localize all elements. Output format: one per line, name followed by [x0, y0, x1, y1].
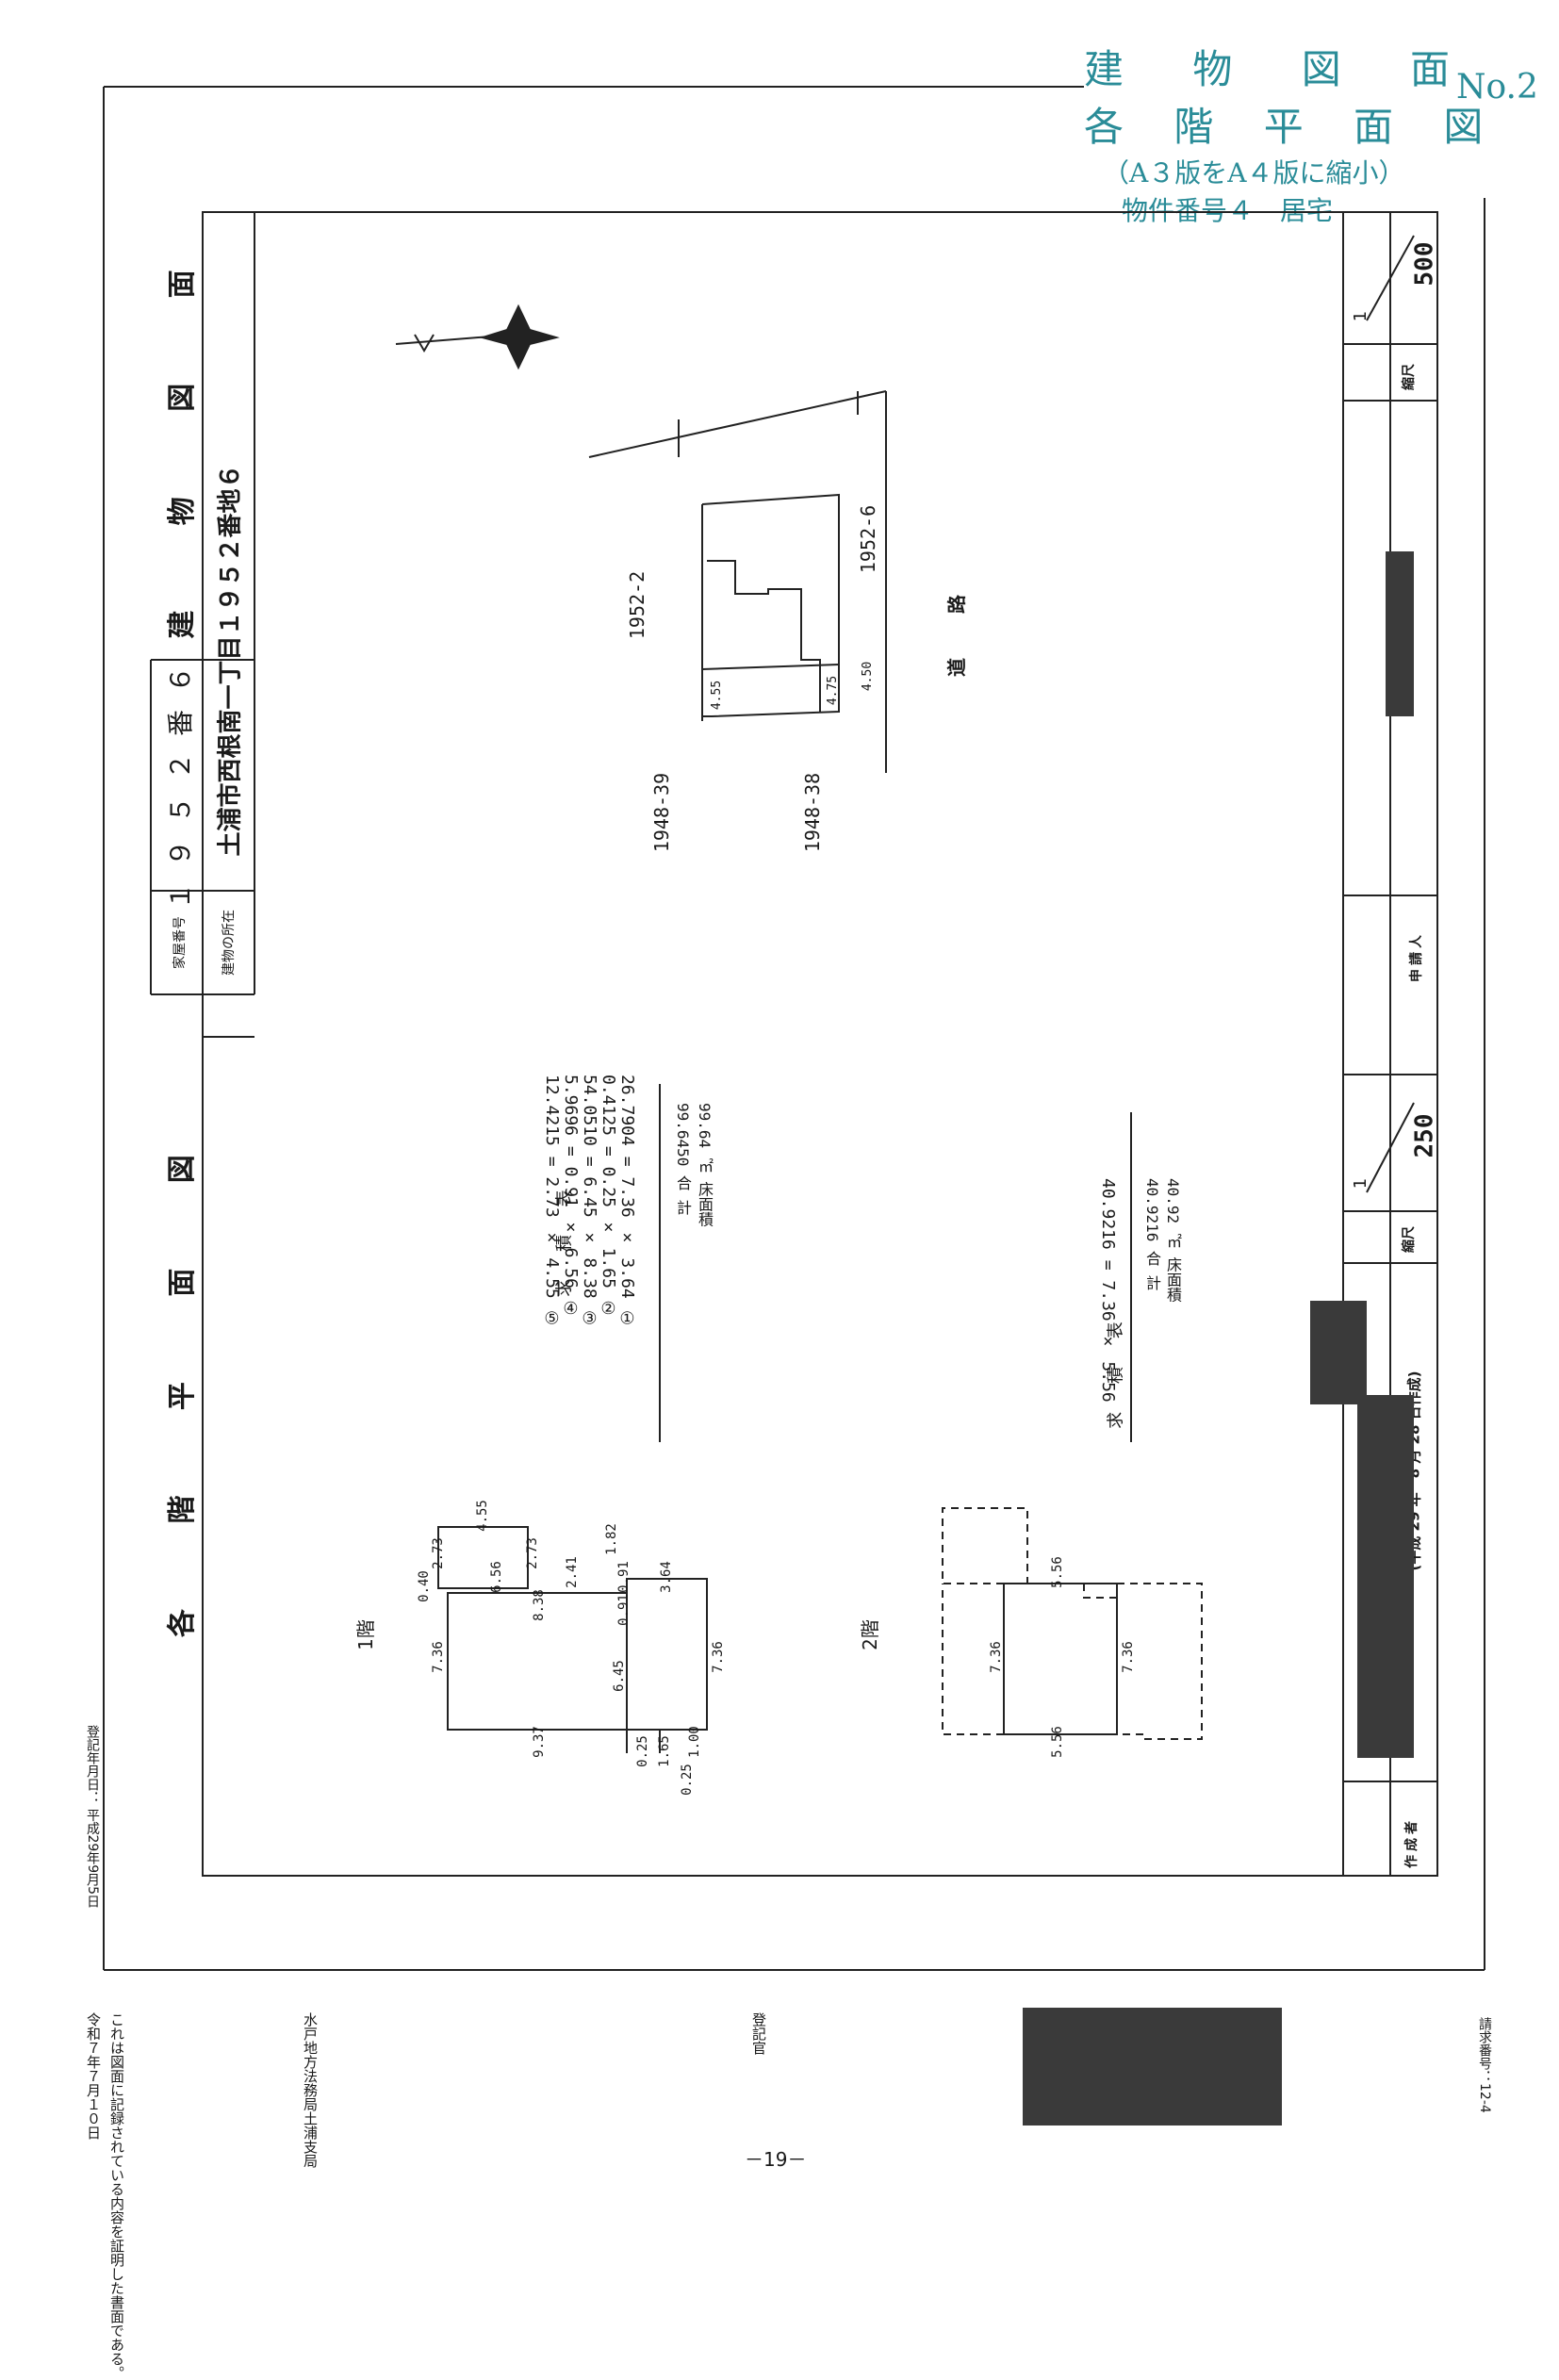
plan-1f-dim: 1.65 [656, 1735, 672, 1767]
drawing-title: 建 物 図 面 [166, 232, 199, 639]
plan-1f-dim: 6.56 [488, 1561, 504, 1593]
table-1f-row: 12.4215 = 2.73 × 4.55 ⑤ [542, 1075, 562, 1329]
redaction-author-1 [1310, 1301, 1367, 1404]
lot-1948-39: 1948-39 [650, 772, 674, 853]
registration-date: 登記年月日： 平成29年9月5日 [85, 1725, 100, 1909]
scale-top-den: 500 [1410, 241, 1439, 287]
stamp-title-2: 各 階 平 面 図 [1084, 104, 1502, 150]
stamp-note: （A３版をA４版に縮小） [1103, 157, 1405, 189]
certification-office: 水戸地方法務局土浦支局 [302, 2012, 319, 2168]
scale-bottom-den: 250 [1410, 1113, 1439, 1158]
lot-1952-2: 1952-2 [626, 570, 649, 640]
table-2f-total: 40.9216 合 計 [1143, 1178, 1161, 1290]
table-1f-row: 54.0510 = 6.45 × 8.38 ③ [580, 1075, 599, 1329]
plan-1f-dim: 1.00 [686, 1726, 702, 1758]
certification-date: 令和７年７月１０日 [85, 2012, 102, 2140]
redaction-applicant [1386, 551, 1414, 716]
plan-1f-dim: 0.25 [679, 1764, 695, 1796]
stamp-property: 物件番号４ 居宅 [1122, 195, 1334, 226]
plan-1f-dim: 0.91 [615, 1594, 632, 1626]
redaction-author-2 [1357, 1395, 1414, 1758]
plan-1f-dim: 8.38 [531, 1589, 547, 1621]
plan-2f-dim: 7.36 [1120, 1641, 1136, 1673]
plan-1f-dim: 0.25 [634, 1735, 650, 1767]
stamp: 建 物 図 面 各 階 平 面 図 （A３版をA４版に縮小） 物件番号４ 居宅 [1084, 38, 1518, 228]
plan-1f-dim: 7.36 [430, 1641, 446, 1673]
plan-1f-dim: 4.55 [474, 1500, 490, 1532]
registrar-label: 登記官 [750, 2012, 767, 2055]
location-label: 建物の所在 [222, 910, 237, 976]
plan-1f-dim: 0.91 [615, 1561, 632, 1593]
table-1f-row: 5.9696 = 0.91 × 6.56 ④ [561, 1075, 581, 1319]
applicant-label: 申請人 [1409, 931, 1424, 982]
plan-2f-label: 2階 [858, 1619, 881, 1650]
scale-top-num: 1 [1351, 310, 1371, 322]
location: 土浦市西根南一丁目１９５２番地６ [216, 464, 245, 857]
plan-2f-dim: 5.56 [1049, 1556, 1065, 1588]
plan-1f-label: 1階 [353, 1619, 377, 1650]
plan-1f-dim: 2.41 [564, 1556, 580, 1588]
table-1f-row: 26.7904 = 7.36 × 3.64 ① [617, 1075, 637, 1329]
redaction-seal [1023, 2008, 1282, 2126]
table-1f-rows: 26.7904 = 7.36 × 3.64 ① 0.4125 = 0.25 × … [542, 1075, 637, 1329]
lot-1948-38: 1948-38 [801, 772, 825, 853]
page-number: －19－ [745, 2148, 807, 2171]
plan-1f-dim: 3.64 [658, 1561, 674, 1593]
table-2f-floor: 40.92 ㎡ 床面積 [1164, 1178, 1182, 1303]
site-dim-2: 4.75 [826, 675, 841, 706]
request-number: 請求番号：12-4 [1477, 2017, 1492, 2113]
stamp-title-1: 建 物 図 面 [1084, 46, 1479, 92]
stamp-number: No.2 [1456, 68, 1538, 107]
scale-top-label: 縮尺 [1402, 364, 1417, 390]
house-no: １９５２番６ [165, 649, 196, 911]
plan-1f-dim: 1.82 [603, 1523, 619, 1555]
scale-bottom-label: 縮尺 [1402, 1226, 1417, 1253]
site-dim-1: 4.55 [710, 680, 725, 711]
table-1f-row: 0.4125 = 0.25 × 1.65 ② [599, 1075, 618, 1319]
author-label: 作成者 [1404, 1817, 1420, 1868]
scale-bottom-num: 1 [1351, 1177, 1371, 1190]
plan-2f-dim: 5.56 [1049, 1726, 1065, 1758]
plan-1f-dim: 6.45 [611, 1660, 627, 1692]
table-1f: 26.7904 = 7.36 × 3.64 ① 0.4125 = 0.25 × … [542, 1075, 637, 1329]
certification-text: これは図面に記録されている内容を証明した書面である。 [108, 2012, 125, 2380]
lot-1952-6: 1952-6 [857, 504, 880, 574]
plan-1f-dim: 0.40 [416, 1570, 432, 1602]
table-1f-floor: 99.64 ㎡ 床面積 [696, 1103, 714, 1227]
document-frame [103, 86, 1485, 1971]
plan-1f-dim: 2.73 [524, 1537, 540, 1569]
plan-1f-dim: 7.36 [710, 1641, 726, 1673]
table-2f-row: 40.9216 = 7.36 × 5.56 [1098, 1178, 1118, 1403]
floorplan-title: 各 階 平 面 図 [166, 1117, 199, 1637]
plan-1f-dim: 9.37 [531, 1726, 547, 1758]
road-label: 道 路 [944, 576, 968, 677]
table-1f-total: 99.6450 合 計 [674, 1103, 692, 1215]
site-dim-3: 4.50 [861, 661, 876, 692]
plan-2f-dim: 7.36 [988, 1641, 1004, 1673]
plan-1f-dim: 2.73 [430, 1537, 446, 1569]
